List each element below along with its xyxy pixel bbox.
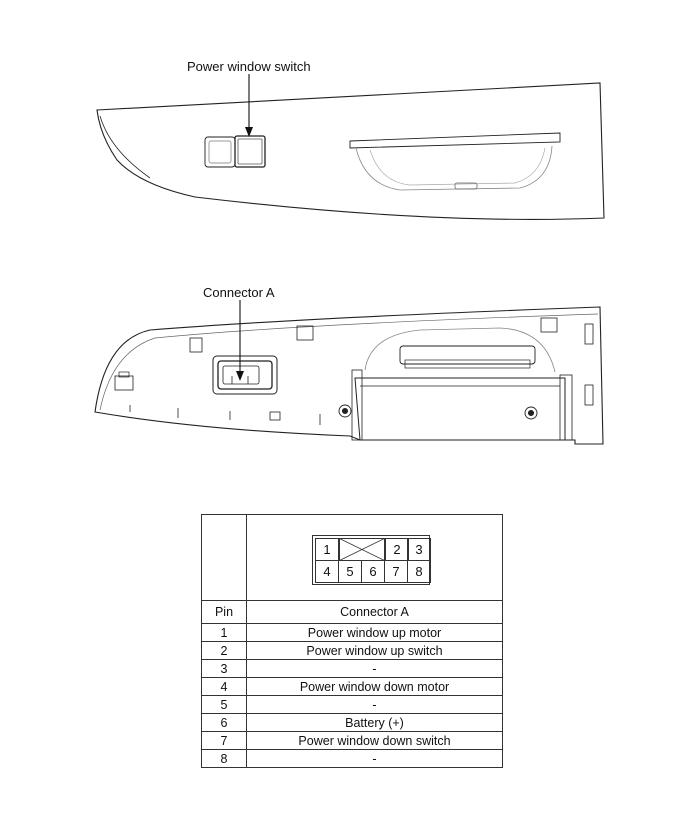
connector-face-diagram: 1 2 3 4 5 6 7 8 xyxy=(312,535,431,585)
armrest-panel-rear xyxy=(94,306,604,445)
pin-description: - xyxy=(246,749,503,768)
table-row: 8 - xyxy=(201,749,503,768)
pin-number: 1 xyxy=(201,623,247,642)
pin-description: - xyxy=(246,659,503,678)
pin-description: Power window down switch xyxy=(246,731,503,750)
power-window-switch-label: Power window switch xyxy=(187,59,311,74)
table-row: 4 Power window down motor xyxy=(201,677,503,696)
connector-leader-arrow xyxy=(236,300,244,381)
pin-description: Power window up motor xyxy=(246,623,503,642)
door-trim-illustrations xyxy=(94,74,605,445)
pin-description: Battery (+) xyxy=(246,713,503,732)
pin-description: - xyxy=(246,695,503,714)
power-window-switch xyxy=(204,135,266,168)
connector-pin-1: 1 xyxy=(315,538,339,561)
pin-number: 4 xyxy=(201,677,247,696)
table-row: 5 - xyxy=(201,695,503,714)
connector-a-label: Connector A xyxy=(203,285,275,300)
connector-pin-3: 3 xyxy=(407,538,431,561)
pin-number: 2 xyxy=(201,641,247,660)
pin-number: 5 xyxy=(201,695,247,714)
pin-number: 6 xyxy=(201,713,247,732)
table-row: 7 Power window down switch xyxy=(201,731,503,750)
blank-cavity-cross xyxy=(339,538,385,561)
connector-a-header: Connector A xyxy=(246,600,503,624)
table-row: 3 - xyxy=(201,659,503,678)
connector-pin-8: 8 xyxy=(407,560,431,583)
pin-number: 8 xyxy=(201,749,247,768)
table-row: 1 Power window up motor xyxy=(201,623,503,642)
connector-pin-7: 7 xyxy=(384,560,408,583)
pin-number: 3 xyxy=(201,659,247,678)
pin-header: Pin xyxy=(201,600,247,624)
switch-leader-arrow xyxy=(245,74,253,137)
connector-pin-4: 4 xyxy=(315,560,339,583)
pin-number: 7 xyxy=(201,731,247,750)
connector-face-cell: 1 2 3 4 5 6 7 8 xyxy=(246,514,503,601)
table-corner-cell xyxy=(201,514,247,601)
table-row: 2 Power window up switch xyxy=(201,641,503,660)
armrest-panel-top xyxy=(96,82,605,220)
connector-pin-6: 6 xyxy=(361,560,385,583)
pin-description: Power window down motor xyxy=(246,677,503,696)
table-row: 6 Battery (+) xyxy=(201,713,503,732)
pin-assignment-table: 1 2 3 4 5 6 7 8 Pin Connector A 1 Power … xyxy=(201,514,503,768)
pin-description: Power window up switch xyxy=(246,641,503,660)
connector-pin-5: 5 xyxy=(338,560,362,583)
connector-pin-2: 2 xyxy=(385,538,409,561)
